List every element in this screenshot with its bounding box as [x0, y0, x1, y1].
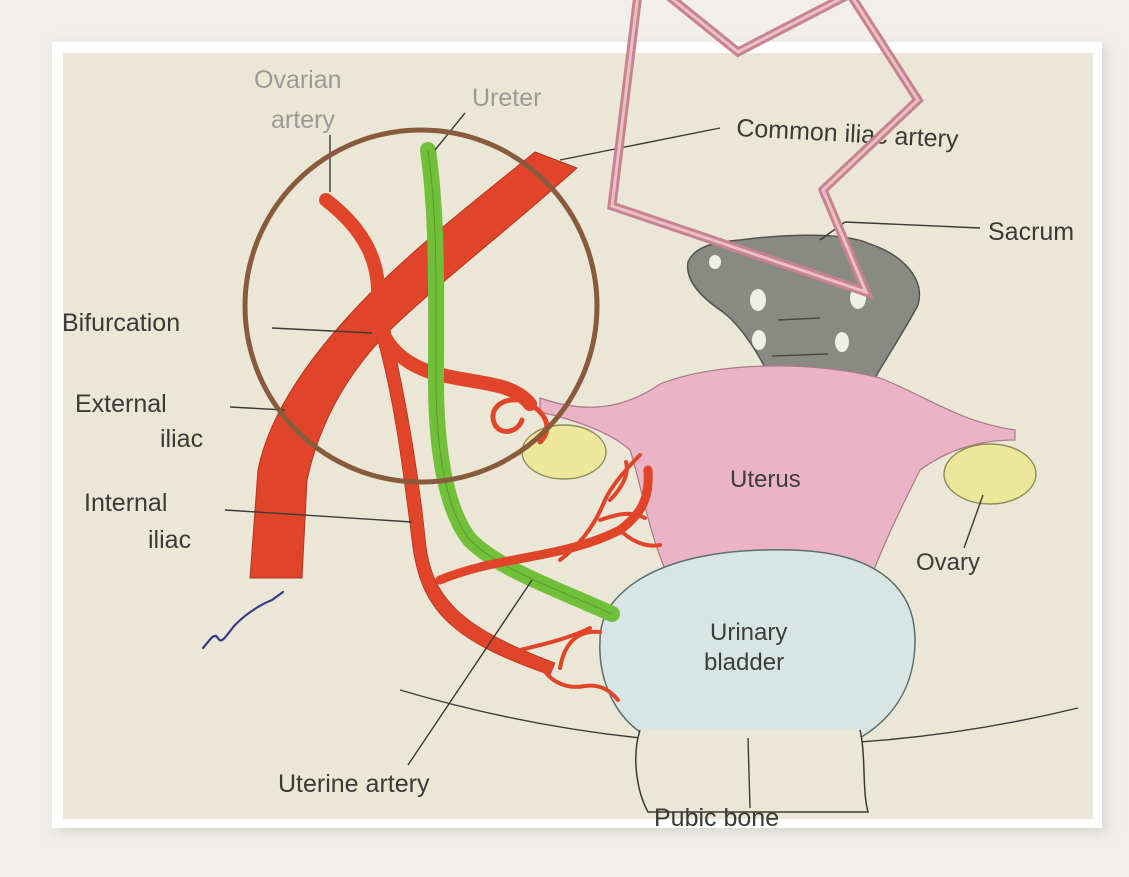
- label-urinary-bladder-2: bladder: [704, 649, 784, 676]
- label-internal-iliac-2: iliac: [148, 526, 191, 554]
- sacral-foramen: [750, 289, 766, 311]
- right-ovary: [944, 444, 1036, 504]
- label-external-iliac-2: iliac: [160, 425, 203, 453]
- sacral-foramen: [752, 330, 766, 350]
- label-ovary: Ovary: [916, 549, 980, 576]
- label-external-iliac-1: External: [75, 390, 167, 418]
- label-pubic-bone: Pubic bone: [654, 804, 779, 832]
- label-ovarian-artery-2: artery: [271, 106, 335, 134]
- sacral-foramen: [709, 255, 721, 269]
- label-ovarian-artery-1: Ovarian: [254, 66, 342, 94]
- label-uterus: Uterus: [730, 466, 801, 493]
- label-urinary-bladder-1: Urinary: [710, 619, 787, 646]
- label-uterine-artery: Uterine artery: [278, 770, 430, 798]
- label-sacrum: Sacrum: [988, 218, 1074, 246]
- pubic-bone: [636, 730, 868, 812]
- left-ovary: [522, 425, 606, 479]
- label-bifurcation: Bifurcation: [62, 309, 180, 337]
- label-ureter: Ureter: [472, 84, 541, 112]
- sacral-foramen: [835, 332, 849, 352]
- label-internal-iliac-1: Internal: [84, 489, 167, 517]
